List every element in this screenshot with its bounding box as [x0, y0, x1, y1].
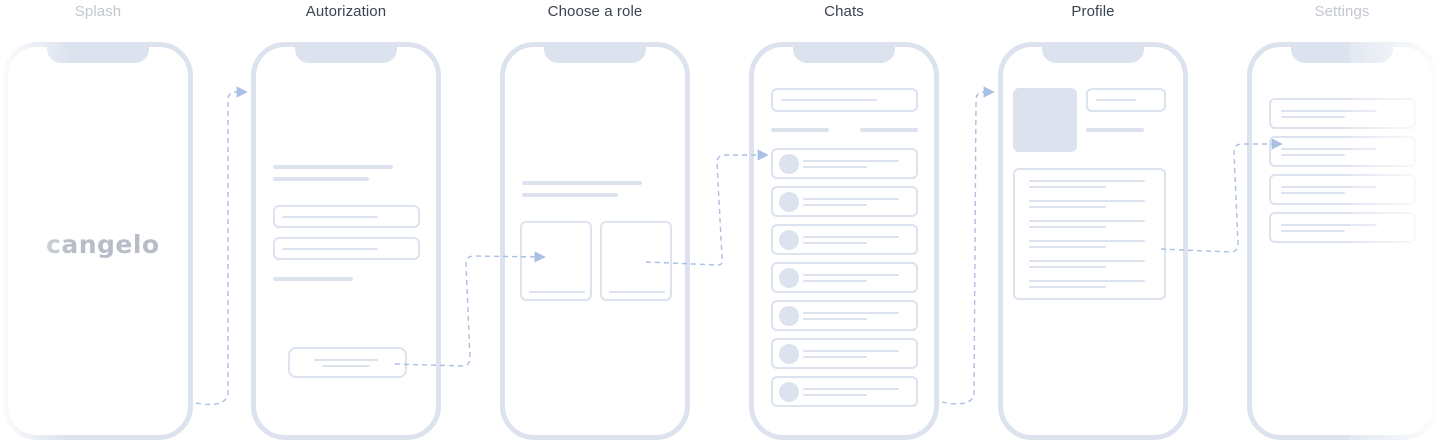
chat-name-placeholder	[803, 388, 899, 390]
avatar	[779, 306, 799, 326]
profile-info-card	[1013, 168, 1166, 300]
chat-message-placeholder	[803, 394, 867, 396]
role-card-1[interactable]	[520, 221, 592, 301]
avatar	[779, 230, 799, 250]
chat-item[interactable]	[771, 148, 918, 179]
chat-message-placeholder	[803, 318, 867, 320]
phone-chats	[749, 42, 939, 440]
screen-title-choose-role: Choose a role	[547, 3, 643, 20]
chat-message-placeholder	[803, 242, 867, 244]
phone-profile	[998, 42, 1188, 440]
info-line	[1029, 246, 1106, 248]
right-fade-overlay	[1350, 30, 1440, 442]
search-input[interactable]	[771, 88, 918, 112]
chat-message-placeholder	[803, 280, 867, 282]
arrow-splash-to-authorization	[195, 86, 248, 406]
chat-item[interactable]	[771, 224, 918, 255]
chat-name-placeholder	[803, 198, 899, 200]
tab-placeholder-1[interactable]	[771, 128, 829, 132]
screen-title-authorization: Autorization	[305, 3, 387, 20]
profile-name-field[interactable]	[1086, 88, 1166, 112]
chat-message-placeholder	[803, 166, 867, 168]
chat-message-placeholder	[803, 204, 867, 206]
screen-title-profile: Profile	[1071, 3, 1115, 20]
setting-desc-placeholder	[1281, 154, 1345, 156]
left-fade-overlay	[0, 30, 70, 442]
subheading-placeholder	[273, 177, 369, 181]
chat-name-placeholder	[803, 160, 899, 162]
chat-item[interactable]	[771, 376, 918, 407]
chat-item[interactable]	[771, 186, 918, 217]
screen-title-splash: Splash	[74, 3, 122, 20]
setting-label-placeholder	[1281, 186, 1377, 188]
chat-item[interactable]	[771, 338, 918, 369]
chat-name-placeholder	[803, 350, 899, 352]
avatar	[779, 154, 799, 174]
name-text-placeholder	[1096, 99, 1136, 101]
profile-subtitle-placeholder	[1086, 128, 1144, 132]
info-line	[1029, 266, 1106, 268]
info-line	[1029, 260, 1145, 262]
setting-label-placeholder	[1281, 110, 1377, 112]
setting-desc-placeholder	[1281, 192, 1345, 194]
password-input[interactable]	[273, 237, 420, 260]
setting-label-placeholder	[1281, 148, 1377, 150]
avatar	[779, 268, 799, 288]
info-line	[1029, 200, 1145, 202]
avatar	[779, 192, 799, 212]
chat-name-placeholder	[803, 274, 899, 276]
info-line	[1029, 220, 1145, 222]
info-line	[1029, 226, 1106, 228]
link-placeholder[interactable]	[273, 277, 353, 281]
role-card-2[interactable]	[600, 221, 672, 301]
chat-item[interactable]	[771, 262, 918, 293]
phone-notch	[47, 42, 149, 63]
subheading-placeholder	[522, 193, 618, 197]
chat-name-placeholder	[803, 236, 899, 238]
input-text-placeholder	[282, 216, 378, 218]
phone-notch	[793, 42, 895, 63]
login-input[interactable]	[273, 205, 420, 228]
info-line	[1029, 206, 1106, 208]
setting-label-placeholder	[1281, 224, 1377, 226]
heading-placeholder	[273, 165, 393, 169]
phone-notch	[1042, 42, 1144, 63]
role-label-placeholder	[609, 291, 665, 293]
phone-notch	[295, 42, 397, 63]
search-text-placeholder	[781, 99, 877, 101]
phone-choose-role	[500, 42, 690, 440]
phone-authorization	[251, 42, 441, 440]
screen-title-settings: Settings	[1314, 3, 1370, 20]
avatar	[779, 344, 799, 364]
info-line	[1029, 286, 1106, 288]
login-button[interactable]	[288, 347, 407, 378]
chat-message-placeholder	[803, 356, 867, 358]
chat-name-placeholder	[803, 312, 899, 314]
chat-item[interactable]	[771, 300, 918, 331]
screen-title-chats: Chats	[824, 3, 864, 20]
input-text-placeholder	[282, 248, 378, 250]
profile-photo-placeholder[interactable]	[1013, 88, 1077, 152]
setting-desc-placeholder	[1281, 230, 1345, 232]
setting-desc-placeholder	[1281, 116, 1345, 118]
tab-placeholder-2[interactable]	[860, 128, 918, 132]
heading-placeholder	[522, 181, 642, 185]
phone-notch	[544, 42, 646, 63]
info-line	[1029, 180, 1145, 182]
info-line	[1029, 280, 1145, 282]
button-label-placeholder	[322, 365, 370, 367]
button-label-placeholder	[314, 359, 378, 361]
info-line	[1029, 186, 1106, 188]
role-label-placeholder	[529, 291, 585, 293]
avatar	[779, 382, 799, 402]
arrow-chats-to-profile	[941, 86, 995, 405]
info-line	[1029, 240, 1145, 242]
